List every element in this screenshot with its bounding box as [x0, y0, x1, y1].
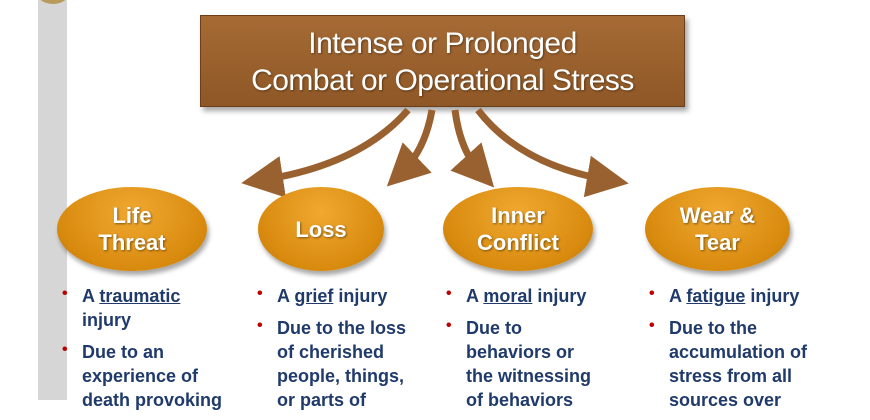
stress-source-box: Intense or Prolonged Combat or Operation… [200, 15, 685, 107]
injury-prefix: A [669, 286, 687, 306]
oval-title-line-2: Threat [98, 230, 166, 255]
bullet-cause: Due to the accumulation of stress from a… [649, 314, 829, 412]
bullet-injury-type: A traumatic injury [62, 282, 222, 332]
corner-circle [36, 0, 70, 4]
injury-suffix: injury [745, 286, 800, 306]
injury-suffix: injury [82, 310, 132, 330]
bullet-cause: Due to an experience of death provoking [62, 338, 222, 412]
bullet-cause: Due to behaviors or the witnessing of be… [446, 314, 606, 412]
oval-title-line-1: Inner [491, 203, 545, 228]
injury-prefix: A [466, 286, 484, 306]
injury-keyword: moral [483, 286, 533, 306]
oval-title-line-2: Conflict [477, 230, 559, 255]
bullet-injury-type: A grief injury [257, 282, 417, 308]
bullet-injury-type: A fatigue injury [649, 282, 829, 308]
injury-suffix: injury [532, 286, 587, 306]
header-line-2: Combat or Operational Stress [251, 64, 634, 97]
oval-loss: Loss [258, 187, 384, 271]
oval-title-line-1: Wear & [679, 203, 756, 228]
oval-title-line-1: Life [112, 203, 152, 228]
injury-prefix: A [277, 286, 295, 306]
arrow-inner-conflict [450, 109, 495, 188]
sidebar-bar [38, 0, 67, 400]
injury-keyword: fatigue [686, 286, 746, 306]
injury-prefix: A [82, 286, 100, 306]
arrows [241, 107, 629, 198]
arrow-life-threat [241, 107, 411, 198]
column-inner-conflict: A moral injury Due to behaviors or the w… [446, 282, 606, 420]
bullet-injury-type: A moral injury [446, 282, 606, 308]
header-line-1: Intense or Prolonged [308, 27, 577, 60]
injury-keyword: traumatic [99, 286, 181, 306]
oval-wear-tear: Wear &Tear [645, 187, 790, 271]
arrow-wear-tear [475, 107, 629, 198]
injury-keyword: grief [294, 286, 334, 306]
arrow-loss [386, 109, 436, 187]
injury-suffix: injury [333, 286, 388, 306]
oval-title-line-1: Loss [295, 216, 347, 242]
bullet-cause: Due to the loss of cherished people, thi… [257, 314, 417, 412]
oval-title-line-2: Tear [695, 230, 740, 255]
